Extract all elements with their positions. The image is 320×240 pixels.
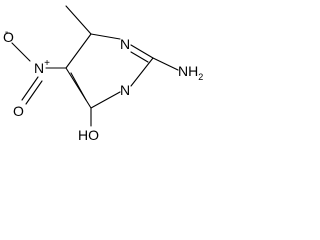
amine-nitrogen: NH2 xyxy=(178,63,203,82)
nitro-o-charge: - xyxy=(5,27,8,38)
nitro-nitrogen: N+ xyxy=(34,58,50,76)
bond-c2-n3 xyxy=(130,57,154,87)
ring-nitrogen-top: N xyxy=(120,36,130,52)
bond-n3-c4 xyxy=(90,91,121,109)
bond-c5-c6 xyxy=(65,33,92,69)
amine-subscript: 2 xyxy=(198,72,203,82)
bond-nitro-o-bottom-b xyxy=(25,80,43,105)
bond-c4-c5-inner xyxy=(70,72,87,101)
bond-nitro-o-bottom-a xyxy=(21,76,39,101)
hydroxyl-label: HO xyxy=(78,127,99,143)
bond-c6-methyl xyxy=(65,5,92,35)
bond-c6-n1 xyxy=(90,33,121,40)
bond-c4-c5 xyxy=(65,67,92,109)
bond-nitro-o-left xyxy=(11,42,31,62)
bond-n1-c2-inner xyxy=(130,51,149,63)
nitro-n-charge: + xyxy=(44,58,50,69)
structure-diagram: N N NH2 HO N+ O- O xyxy=(3,5,203,143)
bond-c2-amine xyxy=(152,57,179,71)
bond-n1-c2 xyxy=(130,44,154,59)
nitro-oxygen-bottom: O xyxy=(13,103,24,119)
ring-nitrogen-bottom: N xyxy=(120,82,130,98)
nitro-oxygen-left: O- xyxy=(3,27,14,45)
